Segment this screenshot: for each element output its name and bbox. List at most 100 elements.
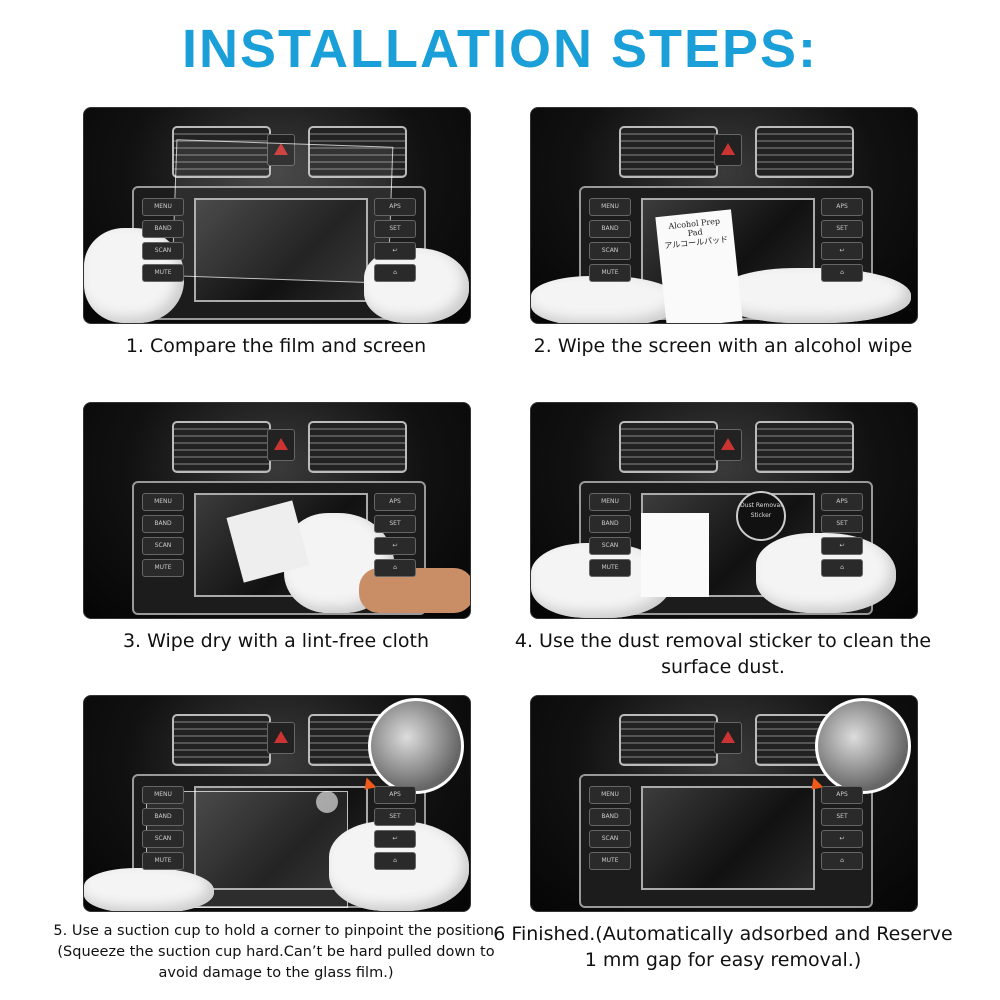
head-unit-button: SCAN	[589, 537, 631, 555]
head-unit-button: BAND	[142, 220, 184, 238]
step-caption-3: 3. Wipe dry with a lint-free cloth	[122, 630, 430, 652]
step-photo-1: MENU BAND SCAN MUTE APS SET ↩ ⌂	[83, 107, 471, 324]
step-caption-4: 4. Use the dust removal sticker to clean…	[514, 630, 932, 678]
buttons-right: APS SET ↩ ⌂	[374, 198, 416, 282]
head-unit-button: SCAN	[142, 242, 184, 260]
head-unit-button: ⌂	[374, 264, 416, 282]
head-unit-button: BAND	[142, 515, 184, 533]
air-vent-left	[172, 714, 271, 766]
head-unit-button: MUTE	[589, 852, 631, 870]
step-caption-6: 6 Finished.(Automatically adsorbed and R…	[493, 923, 953, 971]
sticker-backing	[641, 513, 709, 597]
air-vent-left	[172, 126, 271, 178]
display-screen	[194, 198, 368, 302]
head-unit-button: ↩	[374, 242, 416, 260]
head-unit-button: MENU	[142, 786, 184, 804]
head-unit-button: ⌂	[374, 559, 416, 577]
air-vent-right	[755, 126, 854, 178]
head-unit-button: MUTE	[142, 559, 184, 577]
step-photo-5: MENU BAND SCAN MUTE APS SET ↩ ⌂	[83, 695, 471, 912]
head-unit-button: APS	[374, 198, 416, 216]
head-unit-button: SET	[821, 808, 863, 826]
glass-film	[171, 139, 394, 284]
head-unit-button: MENU	[589, 198, 631, 216]
head-unit-button: SCAN	[142, 537, 184, 555]
hazard-button-icon	[267, 722, 295, 754]
head-unit-button: MENU	[589, 786, 631, 804]
head-unit-button: SCAN	[589, 830, 631, 848]
page-title: INSTALLATION STEPS:	[182, 19, 818, 79]
head-unit-button: ⌂	[821, 559, 863, 577]
head-unit-button: BAND	[589, 515, 631, 533]
head-unit-button: ⌂	[821, 852, 863, 870]
step-caption-1: 1. Compare the film and screen	[125, 335, 427, 357]
air-vent-left	[619, 126, 718, 178]
buttons-left: MENU BAND SCAN MUTE	[589, 786, 631, 870]
head-unit-button: MUTE	[142, 852, 184, 870]
head-unit-button: BAND	[142, 808, 184, 826]
gloved-hand-left	[531, 276, 681, 323]
buttons-left: MENU BAND SCAN MUTE	[142, 786, 184, 870]
display-screen	[641, 786, 815, 890]
air-vent-left	[619, 714, 718, 766]
hazard-button-icon	[714, 134, 742, 166]
head-unit-button: ↩	[821, 242, 863, 260]
head-unit-button: MUTE	[142, 264, 184, 282]
head-unit-button: BAND	[589, 808, 631, 826]
buttons-left: MENU BAND SCAN MUTE	[589, 493, 631, 577]
gloved-hand-right	[364, 248, 469, 323]
hazard-button-icon	[714, 722, 742, 754]
buttons-left: MENU BAND SCAN MUTE	[142, 493, 184, 577]
head-unit-button: SET	[374, 220, 416, 238]
hazard-button-icon	[714, 429, 742, 461]
head-unit-button: SET	[374, 808, 416, 826]
hazard-button-icon	[267, 429, 295, 461]
gloved-hand-left	[84, 868, 214, 911]
step-photo-2: MENU BAND SCAN MUTE APS SET ↩ ⌂ Alcohol Prep Pad…	[530, 107, 918, 324]
hazard-button-icon	[267, 134, 295, 166]
buttons-right: APS SET ↩ ⌂	[374, 786, 416, 870]
air-vent-right	[755, 421, 854, 473]
buttons-left: MENU BAND SCAN MUTE	[589, 198, 631, 282]
head-unit-button: MENU	[142, 198, 184, 216]
head-unit-button: APS	[821, 198, 863, 216]
gloved-hand-right	[721, 268, 911, 323]
head-unit-button: ⌂	[374, 852, 416, 870]
air-vent-right	[308, 126, 407, 178]
air-vent-left	[619, 421, 718, 473]
head-unit-button: SCAN	[589, 242, 631, 260]
head-unit-button: SET	[821, 220, 863, 238]
head-unit-button: APS	[374, 786, 416, 804]
step-photo-6: MENU BAND SCAN MUTE APS SET ↩ ⌂	[530, 695, 918, 912]
head-unit-button: ⌂	[821, 264, 863, 282]
head-unit-button: SCAN	[142, 830, 184, 848]
buttons-right: APS SET ↩ ⌂	[821, 198, 863, 282]
head-unit-button: ↩	[821, 537, 863, 555]
head-unit-button: ↩	[374, 537, 416, 555]
head-unit-button: MENU	[589, 493, 631, 511]
head-unit-button: MENU	[142, 493, 184, 511]
head-unit-button: ↩	[374, 830, 416, 848]
air-vent-left	[172, 421, 271, 473]
head-unit-button: SET	[821, 515, 863, 533]
head-unit-button: MUTE	[589, 559, 631, 577]
magnified-detail	[815, 698, 911, 794]
head-unit-button: APS	[374, 493, 416, 511]
head-unit-button: ↩	[821, 830, 863, 848]
step-caption-2: 2. Wipe the screen with an alcohol wipe	[533, 335, 913, 357]
head-unit-button: APS	[821, 786, 863, 804]
magnified-detail	[368, 698, 464, 794]
dust-removal-sticker: Dust Removal Sticker	[736, 491, 786, 541]
head-unit-button: MUTE	[589, 264, 631, 282]
air-vent-right	[308, 421, 407, 473]
head-unit-button: BAND	[589, 220, 631, 238]
suction-cup-icon	[316, 791, 338, 813]
buttons-right: APS SET ↩ ⌂	[821, 786, 863, 870]
head-unit: MENU BAND SCAN MUTE APS SET ↩ ⌂	[579, 774, 873, 908]
step-caption-5: 5. Use a suction cup to hold a corner to…	[53, 923, 499, 981]
